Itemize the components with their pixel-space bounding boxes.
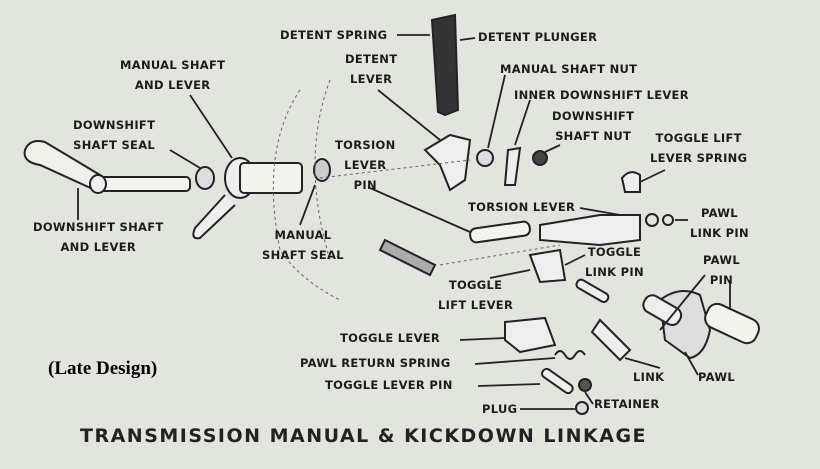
assembly-lines: [272, 79, 561, 301]
label-pawl: PAWL: [698, 370, 735, 384]
detent-plunger-part: [430, 13, 460, 117]
manual-shaft-seal-part: [313, 158, 331, 182]
toggle-lever-pin-part: [540, 367, 574, 395]
leader-lines: [77, 34, 731, 410]
pawl-pin-part: [704, 302, 760, 345]
label-manual-shaft-nut: MANUAL SHAFT NUT: [500, 62, 638, 76]
label-inner-downshift-lever: INNER DOWNSHIFT LEVER: [514, 88, 689, 102]
label-plug: PLUG: [482, 402, 518, 416]
toggle-link-pin-part: [575, 278, 610, 303]
toggle-lift-lever-part: [528, 248, 567, 284]
downshift-shaft-and-lever-part: [23, 140, 191, 194]
toggle-spring-part: [378, 238, 437, 277]
plug-part: [575, 401, 589, 415]
label-toggle-lever: TOGGLE LEVER: [340, 331, 441, 345]
label-pawl-return-spring: PAWL RETURN SPRING: [300, 356, 451, 370]
design-note: (Late Design): [48, 358, 158, 379]
retainer-part: [578, 378, 592, 392]
pawl-return-spring-part: [554, 350, 586, 360]
torsion-lever-part: [539, 214, 641, 247]
figure-title: TRANSMISSION MANUAL & KICKDOWN LINKAGE: [80, 425, 648, 447]
link-part: [590, 318, 632, 362]
manual-shaft-and-lever-part: [192, 157, 303, 240]
label-detent-spring: DETENT SPRING: [280, 28, 388, 42]
label-detent-plunger: DETENT PLUNGER: [478, 30, 598, 44]
label-toggle-lever-pin: TOGGLE LEVER PIN: [325, 378, 453, 392]
toggle-lift-lever-spring-part: [620, 171, 641, 193]
label-retainer: RETAINER: [594, 397, 660, 411]
label-torsion-lever: TORSION LEVER: [468, 200, 576, 214]
pawl-link-pin-part: [642, 294, 683, 326]
inner-downshift-lever-part: [503, 146, 522, 186]
label-link: LINK: [633, 370, 665, 384]
toggle-lever-part: [504, 316, 557, 354]
manual-shaft-nut-part: [476, 149, 494, 167]
downshift-shaft-seal-part: [195, 166, 215, 190]
downshift-shaft-nut-part: [532, 150, 548, 166]
torsion-lever-pin-part: [469, 220, 531, 244]
